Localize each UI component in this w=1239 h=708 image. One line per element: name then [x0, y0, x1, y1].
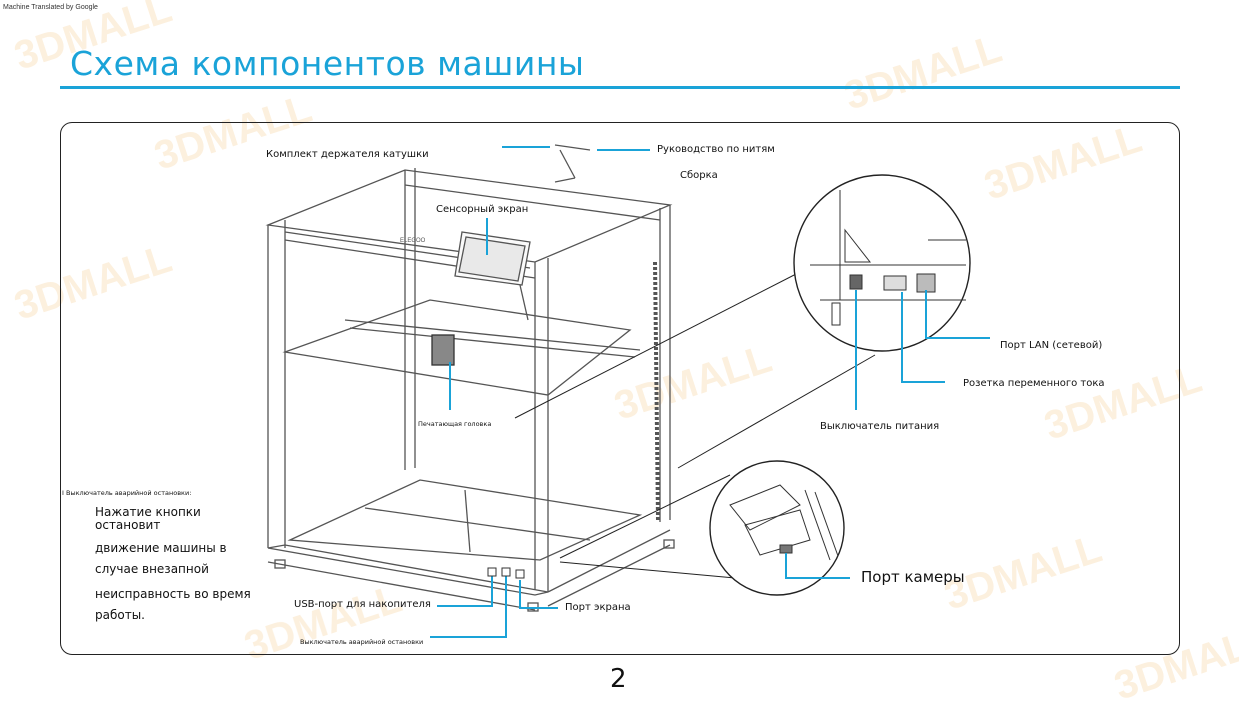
estop-switch-label: Выключатель аварийной остановки — [300, 638, 424, 646]
camera-port-graphic — [779, 544, 793, 554]
screen-port-marker — [515, 569, 525, 579]
zoom-leader-line — [559, 474, 731, 559]
page-title: Схема компонентов машины — [70, 44, 585, 83]
touchscreen-label: Сенсорный экран — [436, 204, 529, 215]
screen-port-callout — [519, 580, 558, 609]
spool-holder-arm — [554, 144, 591, 151]
spool-holder-label: Комплект держателя катушки — [266, 149, 429, 160]
printer-base-line — [547, 529, 671, 593]
zoom-leader-line — [514, 271, 801, 419]
lan-port-label: Порт LAN (сетевой) — [1000, 340, 1103, 351]
printer-bed-grid — [364, 507, 591, 541]
printer-foot — [663, 539, 675, 549]
estop-line: движение машины в — [95, 541, 227, 555]
lan-port-callout — [925, 290, 990, 339]
diagram-frame — [60, 122, 1180, 655]
printer-foot — [274, 559, 286, 569]
estop-marker — [501, 567, 511, 577]
camera-port-label: Порт камеры — [861, 568, 965, 586]
power-switch-label: Выключатель питания — [820, 421, 940, 432]
page-number: 2 — [610, 664, 627, 694]
camera-port-callout — [785, 553, 850, 579]
title-underline — [60, 86, 1180, 89]
usb-port-label: USB-порт для накопителя — [294, 599, 431, 610]
printer-bed — [287, 479, 643, 561]
ac-socket-graphic — [883, 275, 907, 291]
assembly-label: Сборка — [680, 170, 718, 181]
spool-holder-arm — [559, 149, 576, 179]
estop-switch-callout — [430, 576, 507, 638]
estop-line: остановит — [95, 518, 161, 532]
usb-port-marker — [487, 567, 497, 577]
printer-bed-grid — [464, 489, 471, 553]
lan-port-graphic — [916, 273, 936, 293]
power-switch-graphic — [849, 274, 863, 290]
print-head-label: Печатающая головка — [418, 420, 492, 428]
machine-translation-note: Machine Translated by Google — [3, 4, 98, 11]
print-head-body — [431, 334, 455, 366]
estop-line: работы. — [95, 608, 145, 622]
printer-gantry — [282, 299, 632, 396]
printer-base-line — [547, 544, 671, 607]
screen-port-label: Порт экрана — [565, 602, 631, 613]
printer-base-line — [267, 561, 536, 611]
estop-header: I Выключатель аварийной остановки: — [62, 489, 192, 497]
usb-port-callout — [437, 575, 493, 607]
power-panel-zoom-circle — [793, 174, 971, 352]
ac-socket-label: Розетка переменного тока — [963, 378, 1105, 389]
camera-port-zoom-circle — [709, 460, 845, 596]
estop-line: Нажатие кнопки — [95, 505, 201, 519]
touchscreen-inner — [458, 236, 526, 282]
touchscreen-cable — [519, 284, 529, 321]
zoom-leader-line — [677, 354, 876, 469]
printer-brand-label: ELEGOO — [400, 238, 426, 244]
estop-line: неисправность во время — [95, 587, 251, 601]
ac-socket-callout — [901, 292, 945, 383]
zoom-leader-line — [559, 561, 736, 579]
cable-chain — [653, 261, 660, 521]
printer-rail — [404, 184, 661, 221]
printer-gantry-rail — [349, 327, 636, 358]
filament-guide-label: Руководство по нитям — [657, 144, 775, 155]
printer-gantry-rail — [344, 319, 641, 351]
estop-line: случае внезапной — [95, 562, 209, 576]
estop-description: Нажатие кнопки остановит движение машины… — [95, 503, 251, 624]
spool-holder-arm — [554, 177, 576, 183]
